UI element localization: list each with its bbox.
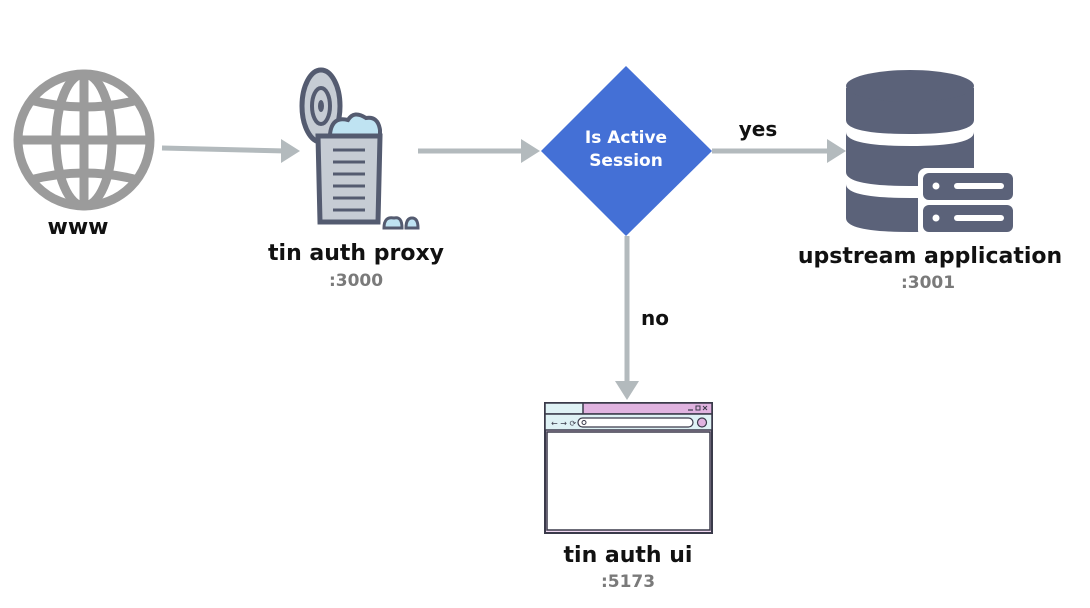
arrow-proxy-to-decision xyxy=(418,139,540,163)
upstream-port: :3001 xyxy=(901,273,955,293)
upstream-label: upstream application xyxy=(798,244,1062,269)
database-server-icon xyxy=(846,70,1018,238)
arrow-www-to-proxy xyxy=(161,139,300,163)
browser-window-icon: ← → ⟳ xyxy=(544,402,713,534)
ui-port: :5173 xyxy=(601,572,655,592)
arrow-decision-to-upstream xyxy=(712,139,846,163)
arrow-decision-to-ui xyxy=(615,236,639,400)
trash-can-icon xyxy=(299,67,420,230)
proxy-label: tin auth proxy xyxy=(268,241,444,266)
svg-text:← → ⟳: ← → ⟳ xyxy=(551,419,576,428)
proxy-port: :3000 xyxy=(329,271,383,291)
www-label: www xyxy=(48,215,109,240)
decision-diamond xyxy=(541,66,712,236)
decision-label-line2: Session xyxy=(589,151,663,171)
decision-node: Is Active Session xyxy=(541,66,712,236)
edge-label-yes: yes xyxy=(739,117,778,141)
ui-label: tin auth ui xyxy=(564,543,693,568)
globe-icon xyxy=(13,69,155,211)
edge-label-no: no xyxy=(641,306,669,330)
decision-label-line1: Is Active xyxy=(585,128,667,148)
